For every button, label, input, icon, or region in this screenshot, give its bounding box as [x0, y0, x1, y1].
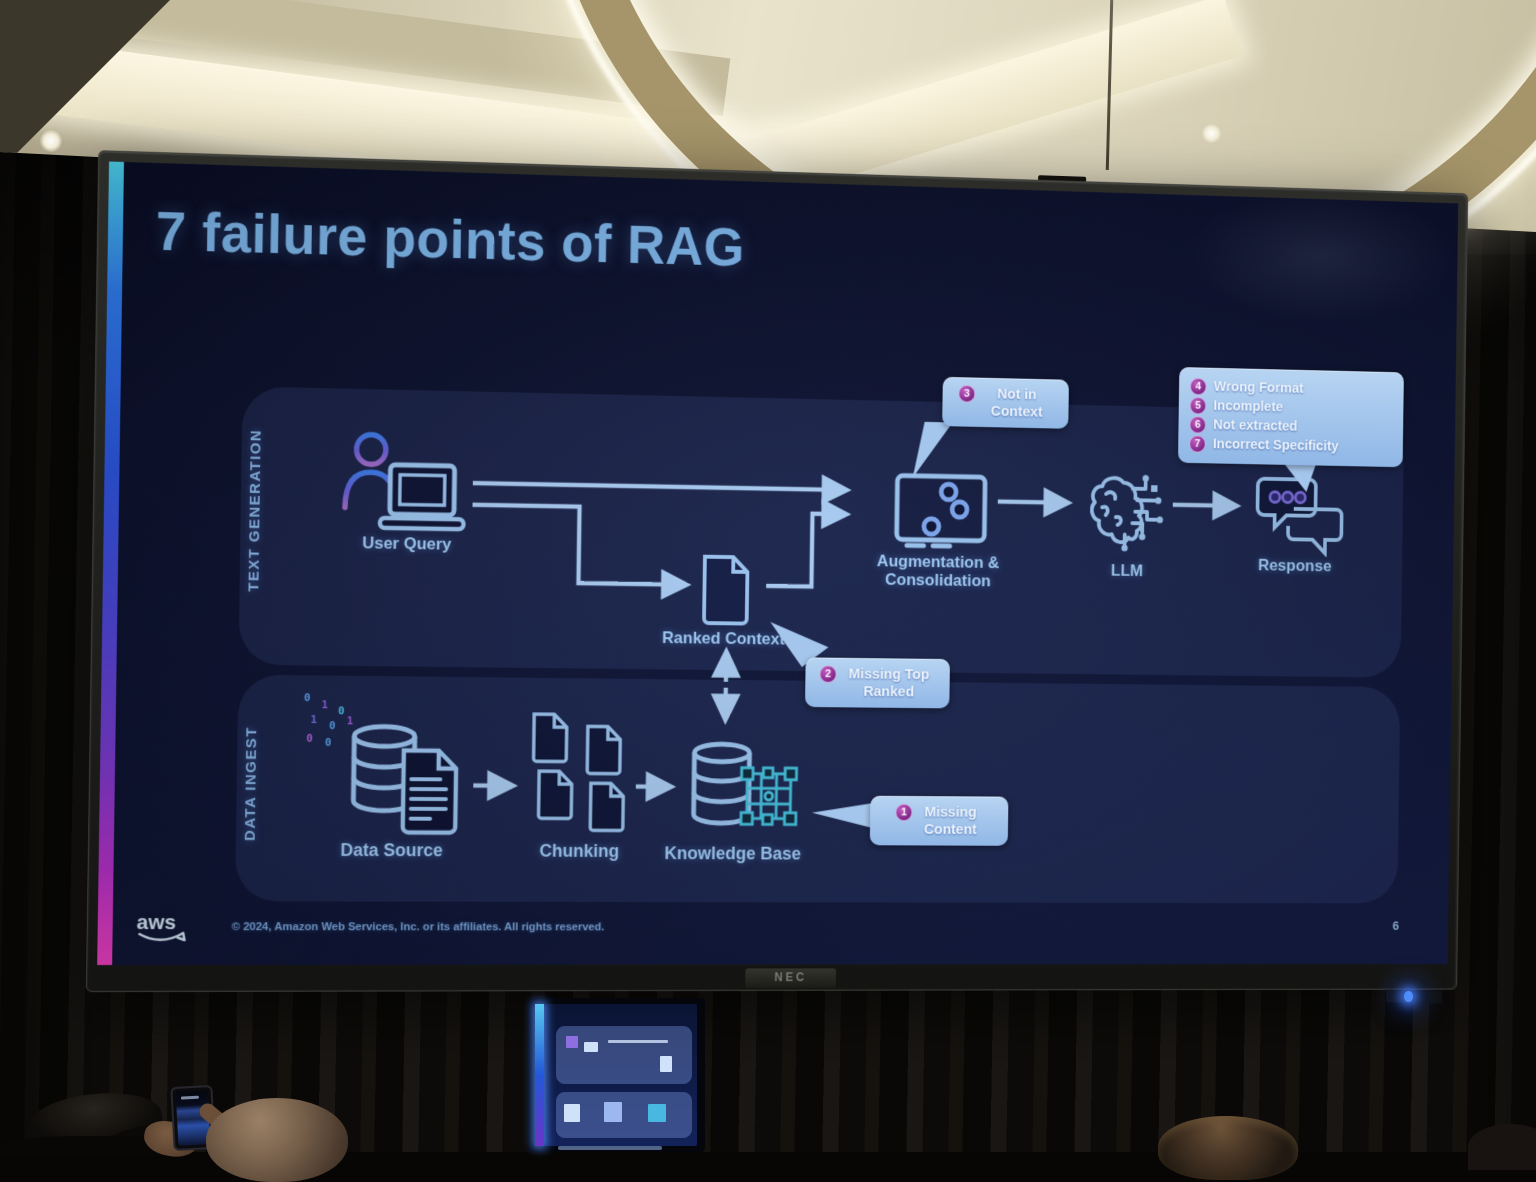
mini-icon	[584, 1042, 598, 1052]
llm-icon	[1089, 472, 1169, 560]
mini-icon	[660, 1056, 672, 1072]
slide: 7 failure points of RAG TEXT GENERATION …	[97, 161, 1458, 965]
arrow-rankedcontext-augmentation	[766, 513, 845, 587]
arrow-augmentation-llm	[998, 502, 1067, 503]
knowledge-base-label: Knowledge Base	[661, 843, 803, 863]
aws-logo: aws	[133, 907, 191, 947]
mini-edge-gradient	[535, 1004, 544, 1146]
tv-brand-label: NEC	[774, 970, 807, 984]
mini-slide-panel	[556, 1092, 692, 1138]
chunking-label: Chunking	[512, 841, 647, 861]
audience-edge-head	[1468, 1124, 1536, 1170]
vector-grid-icon	[737, 758, 801, 836]
mini-icon	[604, 1102, 622, 1122]
mini-icon	[648, 1104, 666, 1122]
callout-number-badge: 3	[958, 385, 975, 403]
user-query-icon	[337, 428, 471, 535]
callout-not-in-context: 3 Not in Context	[942, 377, 1069, 429]
chunking-icon	[529, 710, 638, 838]
callout-row: 4 Wrong Format	[1190, 378, 1393, 400]
power-led	[1404, 991, 1413, 1002]
arrow-userquery-rankedcontext	[471, 505, 686, 585]
callout-response-issues: 4 Wrong Format 5 Incomplete 6 Not extrac…	[1178, 367, 1404, 467]
augmentation-label: Augmentation & Consolidation	[874, 552, 1001, 591]
downlight	[1202, 124, 1221, 143]
ranked-context-label: Ranked Context	[657, 628, 790, 648]
ir-receiver	[1386, 989, 1442, 1003]
augmentation-icon	[894, 473, 988, 552]
llm-label: LLM	[1088, 561, 1165, 580]
callout-row: 6 Not extracted	[1189, 416, 1392, 438]
document-icon	[397, 747, 462, 838]
response-icon	[1254, 474, 1347, 558]
mini-icon	[564, 1104, 580, 1122]
phone-glint	[181, 1096, 199, 1100]
response-label: Response	[1240, 556, 1349, 576]
ranked-context-icon	[698, 554, 752, 629]
svg-text:aws: aws	[136, 911, 176, 934]
copyright-text: © 2024, Amazon Web Services, Inc. or its…	[232, 921, 605, 933]
callout-row: 7 Incorrect Specificity	[1189, 435, 1392, 456]
page-number: 6	[1392, 919, 1399, 933]
audience-bald-head	[206, 1098, 348, 1182]
confidence-monitor-screen	[544, 1004, 697, 1146]
callout-missing-top-ranked: 2 Missing Top Ranked	[805, 657, 950, 708]
mini-slide-panel	[556, 1026, 692, 1084]
mini-icon	[566, 1036, 578, 1048]
mini-arrow	[608, 1040, 668, 1043]
callout-missing-content: 1 Missing Content	[870, 796, 1009, 846]
callout-row: 5 Incomplete	[1190, 397, 1393, 419]
downlight	[40, 130, 62, 152]
presentation-tv: 7 failure points of RAG TEXT GENERATION …	[86, 150, 1468, 992]
arrow-userquery-augmentation	[473, 483, 846, 490]
arrow-llm-response	[1173, 505, 1236, 506]
user-query-label: User Query	[338, 533, 475, 554]
data-source-label: Data Source	[323, 840, 460, 860]
audience-curly-head	[1158, 1116, 1298, 1180]
mini-footer-text	[558, 1146, 662, 1150]
confidence-monitor	[527, 998, 705, 1152]
